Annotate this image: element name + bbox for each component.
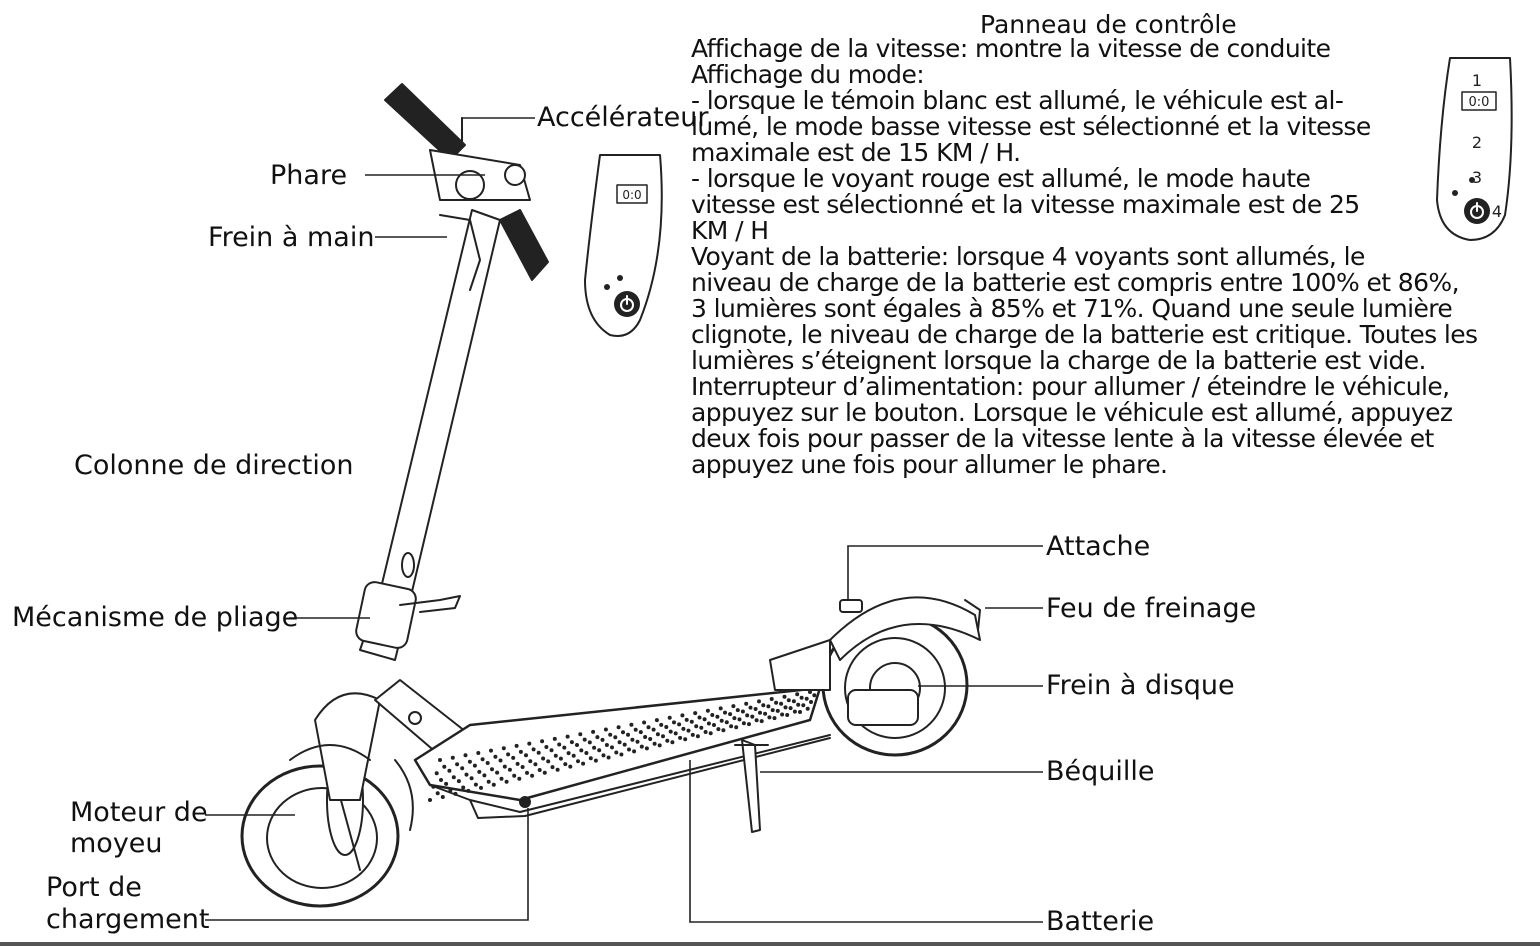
label-bequille: Béquille	[1046, 756, 1155, 787]
panel-line: KM / H	[691, 216, 769, 245]
callout-speed-readout: 0:0	[1469, 95, 1490, 110]
panel-line: Interrupteur d’alimentation: pour allume…	[691, 372, 1450, 401]
panel-line: - lorsque le témoin blanc est allumé, le…	[691, 86, 1344, 115]
steering-column	[355, 209, 501, 661]
label-feu-freinage: Feu de freinage	[1046, 593, 1257, 624]
panel-line: 3 lumières sont égales à 85% et 71%. Qua…	[691, 294, 1453, 323]
panel-line: - lorsque le voyant rouge est allumé, le…	[691, 164, 1311, 193]
leader-attache	[847, 545, 1043, 600]
label-pliage: Mécanisme de pliage	[12, 602, 299, 633]
panel-line: Affichage du mode:	[691, 60, 925, 89]
panel-line: Voyant de la batterie: lorsque 4 voyants…	[691, 242, 1365, 271]
panel-line: lumé, le mode basse vitesse est sélectio…	[691, 112, 1371, 141]
kickstand	[734, 739, 769, 833]
label-attache: Attache	[1046, 531, 1151, 562]
panel-line: deux fois pour passer de la vitesse lent…	[691, 424, 1434, 453]
rear-wheel	[769, 596, 981, 757]
label-port-2: chargement	[46, 904, 210, 935]
label-frein-disque: Frein à disque	[1046, 670, 1235, 701]
label-colonne: Colonne de direction	[74, 450, 354, 481]
control-panel-illustration	[584, 154, 663, 337]
callout-number-1: 1	[1472, 71, 1482, 90]
callout-number-4: 4	[1492, 202, 1502, 221]
handlebar	[384, 83, 549, 291]
leader-batterie	[689, 760, 1043, 923]
panel-title: Panneau de contrôle	[980, 10, 1237, 39]
panel-line: lumières s’éteignent lorsque la charge d…	[691, 346, 1427, 375]
panel-line: maximale est de 15 KM / H.	[691, 138, 1021, 167]
panel-line: Affichage de la vitesse: montre la vites…	[691, 34, 1331, 63]
label-phare: Phare	[270, 160, 348, 191]
label-port-1: Port de	[46, 872, 142, 903]
front-wheel	[240, 744, 400, 908]
deck-grip-pattern	[428, 690, 817, 802]
label-batterie: Batterie	[1046, 906, 1155, 937]
leader-lines	[205, 117, 1043, 923]
panel-line: vitesse est sélectionné et la vitesse ma…	[691, 190, 1360, 219]
label-accelerateur: Accélérateur	[537, 102, 709, 133]
panel-line: appuyez une fois pour allumer le phare.	[691, 450, 1168, 479]
leader-accelerateur	[461, 117, 535, 145]
front-fork	[289, 692, 414, 831]
panel-speed-readout: 0:0	[622, 188, 641, 202]
panel-line: appuyez sur le bouton. Lorsque le véhicu…	[691, 398, 1453, 427]
leader-port	[205, 808, 529, 921]
label-frein-main: Frein à main	[208, 222, 375, 253]
callout-number-3: 3	[1472, 168, 1482, 187]
callout-number-2: 2	[1472, 133, 1482, 152]
label-moteur-2: moyeu	[70, 828, 163, 859]
label-moteur-1: Moteur de	[70, 797, 208, 828]
panel-description: Affichage de la vitesse: montre la vites…	[691, 36, 1537, 478]
panel-line: clignote, le niveau de charge de la batt…	[691, 320, 1478, 349]
control-panel-callout-illustration	[1436, 57, 1513, 241]
panel-line: niveau de charge de la batterie est comp…	[691, 268, 1460, 297]
bottom-border	[0, 942, 1540, 946]
